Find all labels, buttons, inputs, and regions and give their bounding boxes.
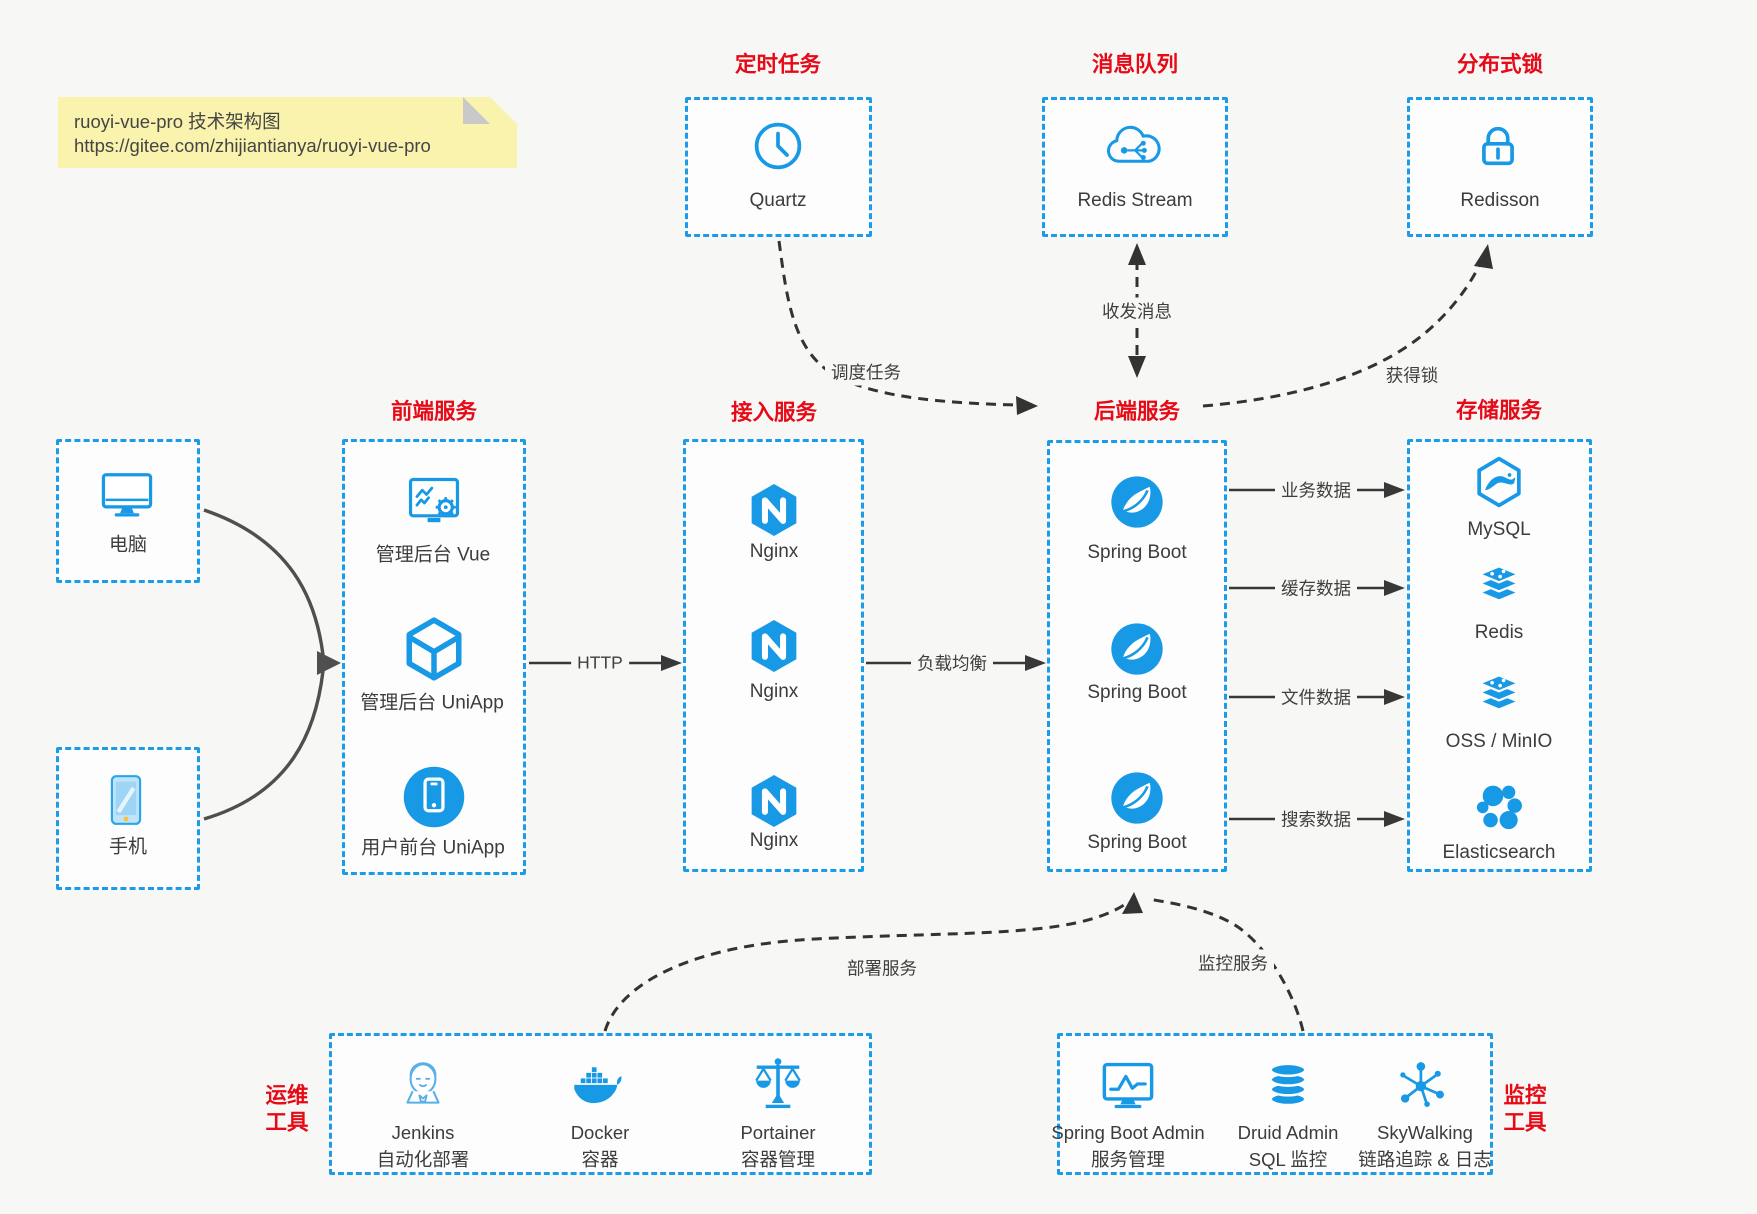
uniapp-cube-icon — [401, 616, 467, 682]
portainer-icon — [751, 1056, 805, 1112]
skywalking-icon — [1395, 1058, 1449, 1112]
monitor-title-line2: 工具 — [1503, 1110, 1547, 1135]
docker-icon — [570, 1063, 630, 1111]
edge-label-monitor: 监控服务 — [1192, 949, 1274, 977]
edge-label-schedule: 调度任务 — [825, 358, 907, 386]
mq-title: 消息队列 — [1091, 52, 1179, 77]
node-label-redis-stream: Redis Stream — [1077, 190, 1193, 211]
cloud-stream-icon — [1103, 122, 1165, 170]
note-url: https://gitee.com/zhijiantianya/ruoyi-vu… — [74, 135, 431, 156]
devops-box — [329, 1033, 872, 1175]
arrowhead-frontend — [317, 651, 341, 675]
node-label-quartz: Quartz — [749, 190, 807, 211]
lock-box — [1407, 97, 1593, 237]
node-sublabel-skywalking: 链路追踪 & 日志 — [1358, 1149, 1492, 1170]
note-corner-cut — [490, 97, 517, 124]
jenkins-icon — [397, 1056, 449, 1114]
curve-computer-frontend — [203, 508, 325, 656]
edge-label-file-data: 文件数据 — [1275, 683, 1357, 711]
lock-icon — [1472, 120, 1524, 172]
node-label-mysql: MySQL — [1467, 519, 1531, 540]
phone-icon — [104, 774, 148, 826]
curve-phone-frontend — [203, 670, 325, 821]
node-label-phone: 手机 — [108, 836, 148, 858]
node-label-docker: Docker — [570, 1122, 630, 1143]
elasticsearch-icon — [1470, 780, 1528, 836]
node-label-elasticsearch: Elasticsearch — [1442, 842, 1556, 863]
oss-minio-icon — [1471, 673, 1527, 721]
backend-title: 后端服务 — [1093, 399, 1181, 424]
monitor-title-line1: 监控 — [1503, 1083, 1547, 1108]
spring-boot-icon — [1109, 474, 1165, 530]
node-sublabel-spring-boot-admin: 服务管理 — [1090, 1149, 1166, 1170]
gateway-title: 接入服务 — [730, 400, 818, 425]
devops-title-line2: 工具 — [265, 1110, 309, 1135]
mysql-icon — [1471, 454, 1527, 510]
arrowhead — [661, 655, 682, 671]
node-label-nginx: Nginx — [749, 681, 799, 702]
node-label-user-uniapp: 用户前台 UniApp — [361, 837, 505, 859]
node-label-nginx: Nginx — [749, 541, 799, 562]
storage-title: 存储服务 — [1455, 398, 1543, 423]
node-sublabel-druid-admin: SQL 监控 — [1248, 1149, 1328, 1170]
node-label-redisson: Redisson — [1460, 190, 1540, 211]
edge-label-message: 收发消息 — [1096, 297, 1178, 325]
arrowhead-message-down — [1128, 356, 1146, 378]
node-sublabel-portainer: 容器管理 — [740, 1149, 816, 1170]
arrowhead-schedule — [1016, 396, 1038, 415]
node-label-spring-boot-admin: Spring Boot Admin — [1051, 1122, 1205, 1143]
edge-label-cache-data: 缓存数据 — [1275, 574, 1357, 602]
node-label-nginx: Nginx — [749, 830, 799, 851]
spring-boot-icon — [1109, 621, 1165, 677]
clock-icon — [751, 119, 805, 173]
nginx-icon — [745, 481, 803, 539]
edge-label-deploy: 部署服务 — [841, 954, 923, 982]
node-label-admin-uniapp: 管理后台 UniApp — [360, 692, 504, 714]
arrowhead — [1384, 580, 1405, 596]
node-label-spring-boot: Spring Boot — [1087, 682, 1187, 703]
arrowhead — [1025, 655, 1046, 671]
node-label-computer: 电脑 — [108, 534, 148, 556]
frontend-title: 前端服务 — [390, 399, 478, 424]
node-sublabel-docker: 容器 — [581, 1149, 619, 1170]
admin-vue-icon — [402, 475, 466, 531]
lock-title: 分布式锁 — [1456, 52, 1544, 77]
node-label-spring-boot: Spring Boot — [1087, 832, 1187, 853]
arrowhead-deploy-monitor — [1122, 892, 1143, 914]
edge-label-biz-data: 业务数据 — [1275, 476, 1357, 504]
sticky-note: ruoyi-vue-pro 技术架构图 https://gitee.com/zh… — [58, 97, 517, 168]
note-fold-icon — [463, 97, 490, 124]
arrowhead-message-up — [1128, 243, 1146, 265]
node-label-druid-admin: Druid Admin — [1237, 1122, 1339, 1143]
computer-icon — [97, 468, 157, 520]
spring-boot-admin-icon — [1099, 1059, 1157, 1111]
node-label-skywalking: SkyWalking — [1377, 1122, 1473, 1143]
edge-label-http: HTTP — [571, 651, 629, 675]
node-label-redis: Redis — [1474, 622, 1524, 643]
node-label-admin-vue: 管理后台 Vue — [375, 544, 491, 566]
edge-label-load-balance: 负载均衡 — [911, 649, 993, 677]
mq-box — [1042, 97, 1228, 237]
nginx-icon — [745, 617, 803, 675]
spring-boot-icon — [1109, 770, 1165, 826]
edge-label-get-lock: 获得锁 — [1379, 361, 1445, 389]
devops-title-line1: 运维 — [265, 1083, 309, 1108]
user-uniapp-icon — [401, 764, 467, 830]
node-label-portainer: Portainer — [740, 1122, 816, 1143]
node-sublabel-jenkins: 自动化部署 — [376, 1149, 470, 1170]
arrowhead-get-lock — [1474, 244, 1493, 269]
nginx-icon — [745, 772, 803, 830]
arrowhead — [1384, 482, 1405, 498]
client-curves — [203, 508, 325, 821]
edge-label-search-data: 搜索数据 — [1275, 805, 1357, 833]
druid-db-icon — [1262, 1059, 1314, 1111]
note-title: ruoyi-vue-pro 技术架构图 — [74, 111, 281, 132]
arrowhead — [1384, 811, 1405, 827]
node-label-spring-boot: Spring Boot — [1087, 542, 1187, 563]
scheduler-title: 定时任务 — [734, 52, 822, 77]
node-label-oss-minio: OSS / MinIO — [1445, 731, 1553, 752]
node-label-jenkins: Jenkins — [391, 1122, 455, 1143]
arrowhead — [1384, 689, 1405, 705]
redis-icon — [1471, 564, 1527, 612]
